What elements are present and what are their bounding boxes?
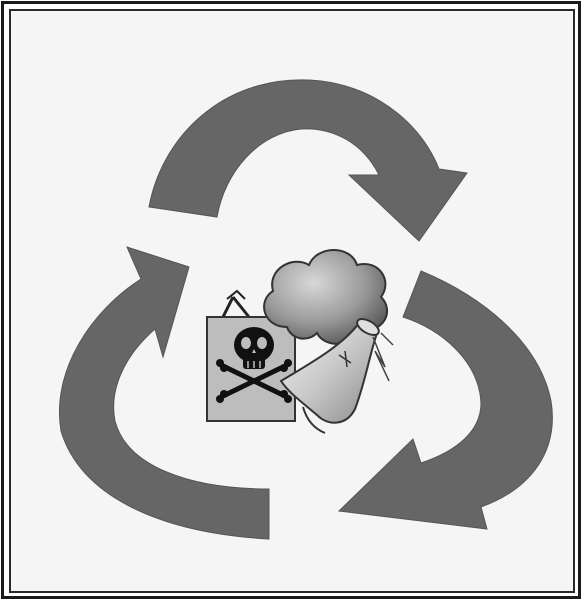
recycling-illustration <box>11 11 575 593</box>
recycle-arrow-icon <box>149 80 467 241</box>
illustration-panel <box>9 9 575 593</box>
